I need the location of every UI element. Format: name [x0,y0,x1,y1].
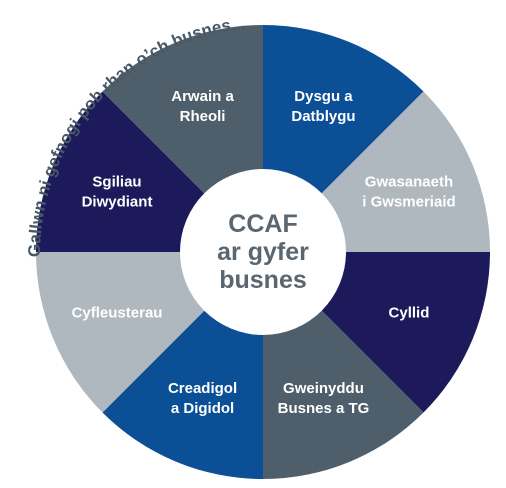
segment-6-label-line-1: Cyfleusterau [72,304,163,321]
center-title-line-1: CCAF [228,210,297,238]
segment-7-label-line-2: Diwydiant [82,194,153,211]
segment-5-label-line-2: a Digidol [171,400,234,417]
segment-4-label-line-1: Gweinyddu [283,380,364,397]
center-title-line-2: ar gyfer [217,238,309,266]
segment-5-label-line-1: Creadigol [168,380,237,397]
segment-1-label-line-1: Dysgu a [294,88,353,105]
segment-7-label-line-1: Sgiliau [92,174,141,191]
segment-4-label-line-2: Busnes a TG [278,400,370,417]
center-title-line-3: busnes [219,266,307,294]
segment-2-label-line-1: Gwasanaeth [365,174,453,191]
segment-8-label-line-2: Rheoli [180,108,226,125]
segment-2-label-line-2: i Gwsmeriaid [362,194,455,211]
segment-1-label-line-2: Datblygu [291,108,355,125]
segment-3-label-line-1: Cyllid [389,304,430,321]
segment-8-label-line-1: Arwain a [171,88,234,105]
center-circle [180,169,346,335]
